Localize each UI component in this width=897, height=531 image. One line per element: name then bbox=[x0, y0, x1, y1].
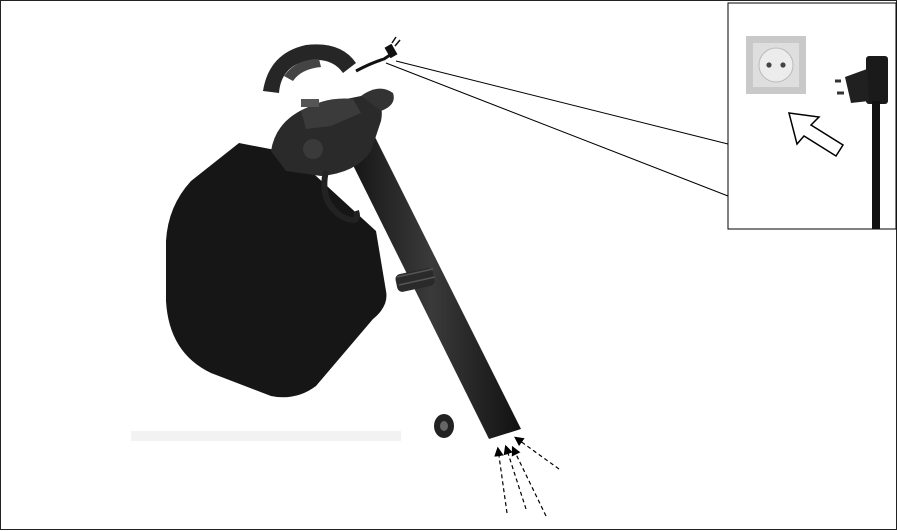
callout-line-bottom bbox=[386, 63, 728, 196]
airflow-arrows-icon bbox=[498, 438, 559, 516]
collection-bag bbox=[166, 143, 386, 397]
socket-icon bbox=[746, 36, 806, 94]
plug-small bbox=[385, 37, 400, 58]
power-cord bbox=[356, 53, 393, 71]
wheel bbox=[434, 414, 454, 438]
ground-shadow bbox=[131, 431, 401, 441]
